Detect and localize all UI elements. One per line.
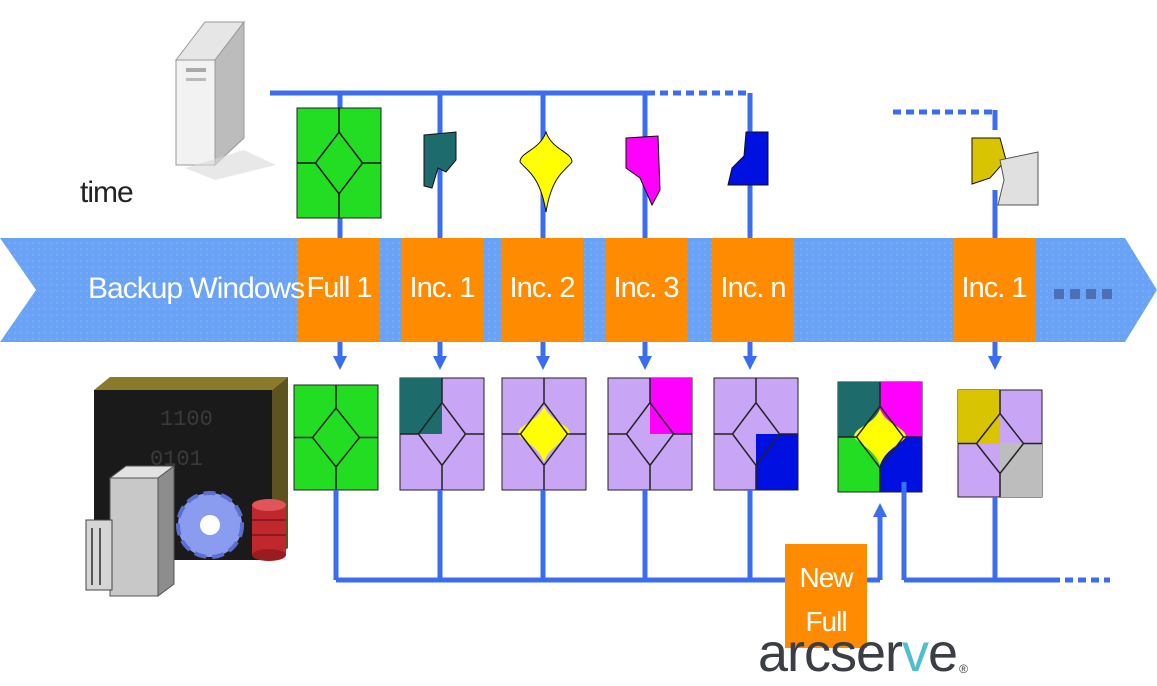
arrow-down-icon-3	[638, 356, 652, 370]
backup-box-4	[712, 238, 794, 342]
arcserve-logo: arcserve®	[758, 623, 968, 683]
backup-windows-label: Backup Windows	[88, 272, 305, 305]
backup-label-inc-3: Inc. 3	[613, 272, 680, 304]
backup-label-inc-2: Inc. 2	[509, 272, 576, 304]
storage-server-icon: 1100 0101	[85, 377, 288, 597]
piece-teal-icon	[423, 131, 457, 189]
restore-arrows	[333, 342, 1002, 370]
changed-data-pieces	[296, 107, 1039, 219]
gear-icon	[176, 491, 244, 559]
piece-gold-icon	[971, 137, 1007, 185]
recovery-point-2	[501, 377, 587, 491]
recovery-point-6	[957, 389, 1043, 498]
new-full-label: New Full	[799, 562, 853, 637]
piece-gray-icon	[997, 151, 1039, 206]
backup-box-3	[605, 238, 687, 342]
backup-label-inc-n: Inc. n	[720, 272, 787, 304]
backup-label-inc-1-second: Inc. 1	[961, 272, 1028, 304]
arrow-down-icon-2	[536, 356, 550, 370]
recovery-point-4	[713, 377, 799, 491]
backup-box-0	[298, 238, 380, 342]
backup-box-2	[501, 238, 583, 342]
arrow-down-icon-5	[988, 356, 1002, 370]
new-full-box	[785, 544, 867, 648]
storage-drops	[333, 490, 998, 580]
backup-label-full-1: Full 1	[306, 272, 373, 304]
server-icon	[174, 20, 276, 180]
merge-arrow-icon	[873, 503, 887, 517]
piece-blue-icon	[727, 131, 769, 186]
svg-text:1100: 1100	[160, 407, 213, 432]
recovery-point-5	[837, 381, 923, 493]
piece-magenta-icon	[625, 135, 661, 207]
arrow-down-icon-4	[743, 356, 757, 370]
recovery-point-3	[607, 377, 693, 491]
arrow-down-icon-0	[333, 356, 347, 370]
time-label: time	[80, 176, 134, 209]
recovery-point-0	[293, 384, 379, 491]
backup-label-inc-1: Inc. 1	[409, 272, 476, 304]
timeline-ellipsis	[1054, 289, 1112, 299]
backup-box-1	[401, 238, 483, 342]
backup-box-5	[953, 238, 1035, 342]
source-bus	[270, 90, 998, 130]
arrow-down-icon-1	[433, 356, 447, 370]
puzzle-outline-icon	[297, 108, 381, 218]
backup-boxes	[298, 238, 1035, 342]
database-icon	[252, 499, 286, 561]
piece-yellow-icon	[519, 130, 573, 213]
recovery-point-1	[399, 377, 485, 491]
recovery-point-squares	[293, 377, 1043, 498]
